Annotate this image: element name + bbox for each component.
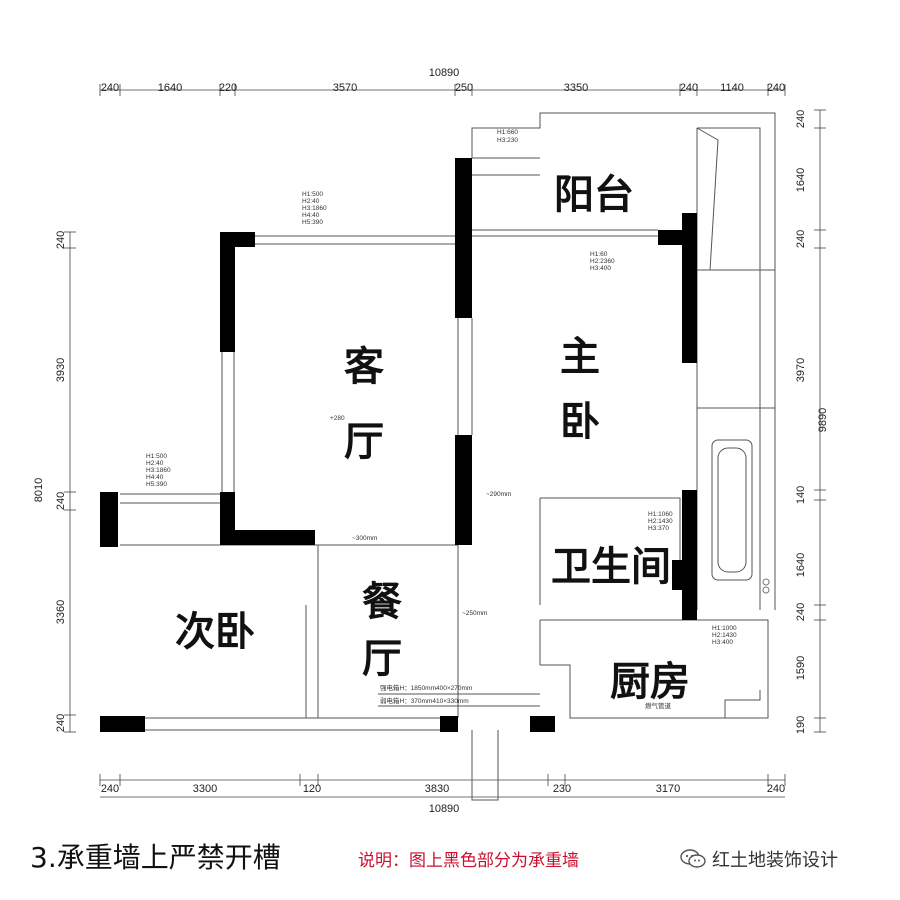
svg-text:H2:40: H2:40 <box>146 460 164 467</box>
kitchen-window-note: H1:1000 H2:1430 H3:400 <box>712 625 737 646</box>
svg-text:H3:1860: H3:1860 <box>302 205 327 212</box>
room-living-2: 厅 <box>344 419 384 465</box>
dim-right-2: 1640 <box>795 168 807 192</box>
dim-bottom-5: 230 <box>553 783 571 795</box>
svg-text:H5:390: H5:390 <box>302 219 323 226</box>
svg-text:H3:400: H3:400 <box>712 639 733 646</box>
meter-box-note-2: 弱电箱H：370mm410×330mm <box>380 696 469 705</box>
dim-top-6: 3350 <box>564 82 588 94</box>
passage-300-note: ~300mm <box>352 535 377 542</box>
living-level-mark: +280 <box>330 415 345 422</box>
balcony-window-note: H1:660 H3:230 <box>497 129 518 144</box>
svg-text:H2:40: H2:40 <box>302 198 320 205</box>
dim-left-2: 3930 <box>55 358 67 382</box>
dim-bottom-4: 3830 <box>425 783 449 795</box>
load-bearing-walls <box>100 158 697 732</box>
dim-top-8: 1140 <box>720 82 744 94</box>
passage-250-note: ~250mm <box>462 610 487 617</box>
dim-right-7: 240 <box>795 603 807 621</box>
dim-left-total: 8010 <box>33 478 45 502</box>
room-dining-2: 厅 <box>362 636 402 682</box>
master-window-note: H1:60 H2:2360 H3:400 <box>590 251 615 272</box>
dim-right-5: 140 <box>795 486 807 504</box>
room-master-2: 卧 <box>560 399 600 445</box>
dim-left-3: 240 <box>55 492 67 510</box>
room-balcony: 阳台 <box>554 172 634 218</box>
drain-icon <box>762 586 770 594</box>
svg-text:H4:40: H4:40 <box>302 212 320 219</box>
room-second-bedroom: 次卧 <box>175 609 255 655</box>
svg-text:H2:1430: H2:1430 <box>648 518 673 525</box>
dim-right-9: 190 <box>795 716 807 734</box>
caption-note: 说明：图上黑色部分为承重墙 <box>358 851 579 871</box>
brand: 红土地装饰设计 <box>680 846 838 872</box>
svg-text:H3:1860: H3:1860 <box>146 467 171 474</box>
dim-left-4: 3360 <box>55 600 67 624</box>
dim-left-1: 240 <box>55 231 67 249</box>
dim-bottom-3: 120 <box>303 783 321 795</box>
meter-box-note-1: 强电箱H：1850mm400×270mm <box>380 683 472 692</box>
caption-bar: 3.承重墙上严禁开槽 说明：图上黑色部分为承重墙 红土地装饰设计 <box>0 828 900 888</box>
svg-text:H4:40: H4:40 <box>146 474 164 481</box>
dim-right-3: 240 <box>795 230 807 248</box>
svg-text:H1:660: H1:660 <box>497 129 518 136</box>
svg-text:H1:500: H1:500 <box>302 191 323 198</box>
svg-text:H1:60: H1:60 <box>590 251 608 258</box>
svg-text:H2:1430: H2:1430 <box>712 632 737 639</box>
svg-text:H5:390: H5:390 <box>146 481 167 488</box>
bathtub <box>711 439 753 581</box>
bath-window-note: H1:1060 H2:1430 H3:370 <box>648 511 673 532</box>
second-window-note: H1:500 H2:40 H3:1860 H4:40 H5:390 <box>146 453 171 488</box>
dim-top-total: 10890 <box>429 67 460 79</box>
dim-bottom-1: 240 <box>101 783 119 795</box>
dim-top-2: 1640 <box>158 82 182 94</box>
svg-text:H3:400: H3:400 <box>590 265 611 272</box>
wechat-icon <box>680 849 706 868</box>
dim-left-5: 240 <box>55 714 67 732</box>
dimension-lines <box>64 84 826 798</box>
thin-walls <box>120 112 776 801</box>
room-dining-1: 餐 <box>362 579 402 625</box>
room-bathroom: 卫生间 <box>551 544 671 590</box>
svg-text:H1:500: H1:500 <box>146 453 167 460</box>
dim-right-1: 240 <box>795 110 807 128</box>
dim-bottom-7: 240 <box>767 783 785 795</box>
dim-bottom-2: 3300 <box>193 783 217 795</box>
dim-top-7: 240 <box>680 82 698 94</box>
dim-right-4: 3970 <box>795 358 807 382</box>
dim-top-4: 3570 <box>333 82 357 94</box>
room-kitchen: 厨房 <box>610 659 690 705</box>
gas-pipe-note: 燃气管道 <box>645 701 672 710</box>
dim-bottom-6: 3170 <box>656 783 680 795</box>
room-master-1: 主 <box>560 334 600 380</box>
svg-text:H3:370: H3:370 <box>648 525 669 532</box>
svg-text:H1:1000: H1:1000 <box>712 625 737 632</box>
dim-right-total: 9890 <box>817 408 829 432</box>
caption-title: 3.承重墙上严禁开槽 <box>30 841 281 874</box>
drain-icon <box>762 578 770 586</box>
dim-top-3: 220 <box>219 82 237 94</box>
dim-top-1: 240 <box>101 82 119 94</box>
dim-bottom-total: 10890 <box>429 803 460 815</box>
floor-plan: 10890 240 1640 220 3570 250 3350 240 114… <box>33 67 829 815</box>
room-living-1: 客 <box>344 344 384 390</box>
passage-290-note: ~290mm <box>486 491 511 498</box>
dim-top-5: 250 <box>455 82 473 94</box>
dim-right-8: 1590 <box>795 656 807 680</box>
svg-text:H3:230: H3:230 <box>497 137 518 144</box>
brand-name: 红土地装饰设计 <box>712 850 838 871</box>
svg-text:H2:2360: H2:2360 <box>590 258 615 265</box>
dim-right-6: 1640 <box>795 553 807 577</box>
dim-top-9: 240 <box>767 82 785 94</box>
svg-text:H1:1060: H1:1060 <box>648 511 673 518</box>
living-window-note: H1:500 H2:40 H3:1860 H4:40 H5:390 <box>302 191 327 226</box>
